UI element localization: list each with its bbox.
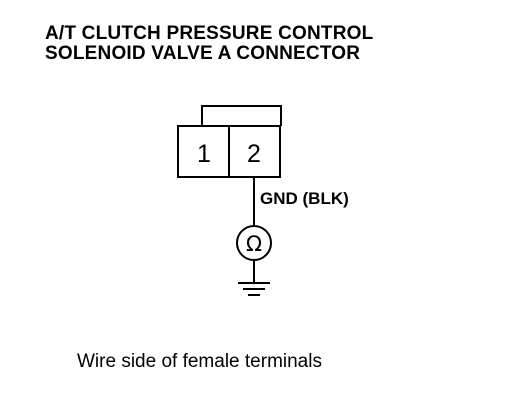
connector-latch bbox=[201, 105, 282, 126]
ground-icon bbox=[238, 282, 270, 296]
title-line-1: A/T CLUTCH PRESSURE CONTROL bbox=[45, 23, 374, 44]
gnd-wire-label: GND (BLK) bbox=[260, 189, 349, 208]
title-line-2: SOLENOID VALVE A CONNECTOR bbox=[45, 43, 361, 64]
diagram-caption: Wire side of female terminals bbox=[77, 351, 322, 372]
diagram-title: A/T CLUTCH PRESSURE CONTROL SOLENOID VAL… bbox=[45, 24, 373, 64]
terminal-1-label: 1 bbox=[197, 140, 211, 168]
ohm-symbol: Ω bbox=[246, 232, 262, 256]
terminal-2-label: 2 bbox=[247, 140, 261, 168]
